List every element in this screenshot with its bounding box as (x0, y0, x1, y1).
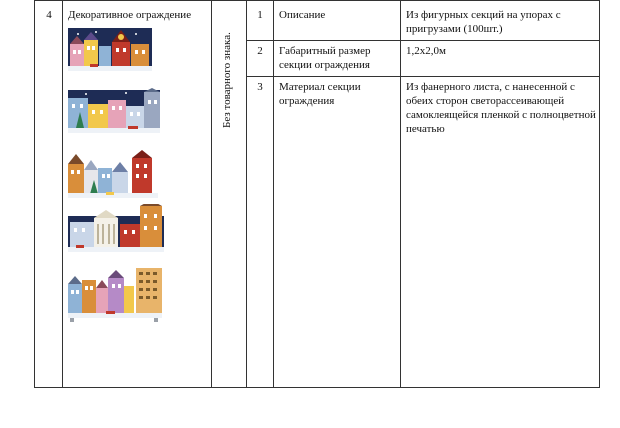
spec-label-1: Описание (279, 9, 326, 21)
spec-value-2: 1,2х2,0м (406, 45, 446, 57)
spec-number-2: 2 (257, 45, 263, 57)
trademark-note-text: Без товарного знака. (221, 32, 233, 128)
spec-number-1: 1 (257, 9, 263, 21)
spec-label-2: Габаритный размер секции ограждения (279, 45, 371, 71)
fence-image-2 (68, 88, 160, 133)
spec-label-3: Материал секции ограждения (279, 81, 361, 107)
spec-number-3: 3 (257, 81, 263, 93)
trademark-note: Без товарного знака. (213, 10, 243, 140)
spec-value-1: Из фигурных секций на упорах с пригрузам… (406, 9, 561, 35)
row-number: 4 (46, 9, 52, 21)
product-name: Декоративное ограждение (68, 9, 192, 21)
fence-image-3 (68, 150, 158, 198)
fence-image-4 (68, 204, 164, 252)
fence-image-1 (68, 28, 152, 71)
fence-image-5 (68, 268, 162, 322)
spec-value-3: Из фанерного листа, с нанесенной с обеих… (406, 81, 596, 135)
